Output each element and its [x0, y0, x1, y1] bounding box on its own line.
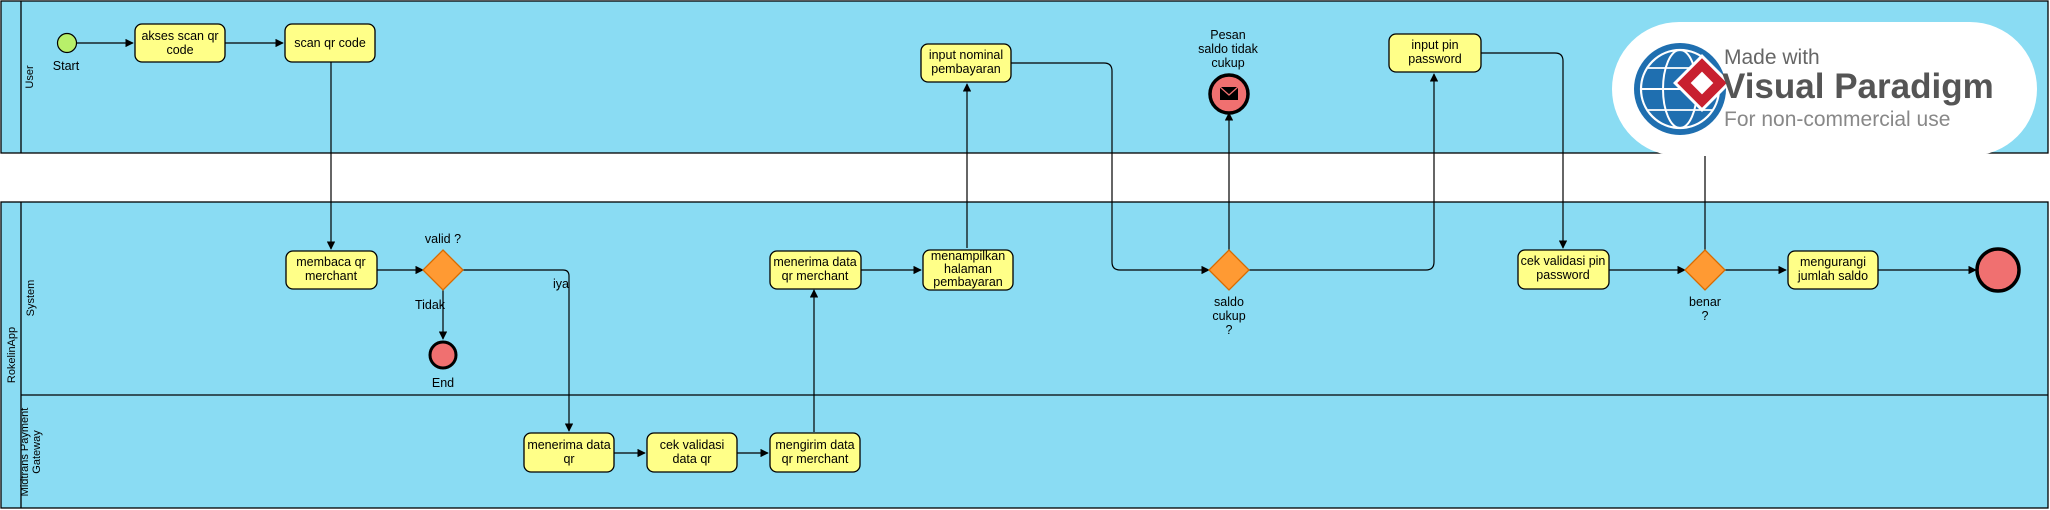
svg-text:input pin: input pin — [1411, 38, 1458, 52]
label-iya: iya — [553, 277, 569, 291]
watermark-line-1: Made with — [1724, 46, 1820, 69]
svg-text:mengirim data: mengirim data — [775, 438, 854, 452]
gateway-lane-label-1: Midtrans Payment — [19, 408, 31, 497]
svg-text:akses scan qr: akses scan qr — [141, 29, 218, 43]
task-menerima-data-merchant: menerima data qr merchant — [769, 250, 862, 290]
start-label: Start — [53, 59, 80, 73]
svg-text:menampilkan: menampilkan — [931, 249, 1005, 263]
svg-text:halaman: halaman — [944, 262, 992, 276]
svg-text:scan qr code: scan qr code — [294, 36, 366, 50]
gateway-lane-label-2: Gateway — [31, 430, 43, 474]
svg-text:mengurangi: mengurangi — [1800, 255, 1866, 269]
end-event-final — [1975, 247, 2021, 293]
svg-text:input nominal: input nominal — [929, 48, 1003, 62]
task-input-nominal: input nominal pembayaran — [920, 43, 1012, 83]
watermark-line-2: Visual Paradigm — [1722, 67, 1994, 106]
svg-text:qr: qr — [563, 452, 574, 466]
task-menerima-data-qr: menerima data qr — [523, 432, 615, 473]
flow-input-saldo — [1011, 62, 1210, 275]
watermark-line-3: For non-commercial use — [1724, 108, 1950, 131]
task-cek-validasi-pin: cek validasi pin password — [1517, 249, 1610, 290]
globe-logo-icon — [1634, 43, 1731, 135]
svg-text:valid ?: valid ? — [425, 232, 461, 246]
task-mengurangi-saldo: mengurangi jumlah saldo — [1787, 250, 1879, 290]
gateway-valid: valid ? — [422, 232, 464, 291]
svg-text:data qr: data qr — [673, 452, 712, 466]
task-scan-qr: scan qr code — [284, 23, 376, 63]
sequence-flows — [77, 38, 1977, 458]
start-event: Start — [53, 32, 80, 73]
pesan-label-2: saldo tidak — [1198, 42, 1259, 56]
task-input-pin: input pin password — [1388, 33, 1482, 73]
label-tidak: Tidak — [415, 298, 446, 312]
svg-text:?: ? — [1702, 309, 1709, 323]
svg-text:password: password — [1536, 268, 1590, 282]
task-menampilkan-halaman: menampilkan halaman pembayaran — [922, 249, 1014, 291]
svg-text:?: ? — [1226, 323, 1233, 337]
user-lane-label: User — [24, 65, 36, 89]
task-mengirim-data: mengirim data qr merchant — [769, 432, 861, 473]
svg-text:merchant: merchant — [305, 269, 358, 283]
rokelin-pool-label: RokelinApp — [6, 327, 18, 383]
svg-text:qr merchant: qr merchant — [782, 269, 849, 283]
gateway-saldo-cukup: saldo cukup ? — [1208, 249, 1250, 337]
svg-text:menerima data: menerima data — [527, 438, 610, 452]
flow-saldo-inputpin — [1249, 73, 1439, 271]
visual-paradigm-watermark: Made with Visual Paradigm For non-commer… — [1612, 22, 2037, 156]
flow-inputpin-cekpin — [1481, 52, 1568, 249]
task-akses-scan: akses scan qr code — [134, 23, 226, 63]
svg-text:cek validasi pin: cek validasi pin — [1521, 254, 1606, 268]
message-end-event: Pesan saldo tidak cukup — [1198, 28, 1259, 115]
svg-text:cek validasi: cek validasi — [660, 438, 725, 452]
svg-text:password: password — [1408, 52, 1462, 66]
svg-text:pembayaran: pembayaran — [931, 62, 1001, 76]
task-membaca-qr: membaca qr merchant — [285, 250, 378, 290]
pesan-label-1: Pesan — [1210, 28, 1245, 42]
pesan-label-3: cukup — [1211, 56, 1244, 70]
gateway-benar: benar ? — [1684, 249, 1726, 323]
svg-text:jumlah saldo: jumlah saldo — [1797, 269, 1868, 283]
rokelin-pool: RokelinApp System Midtrans Payment Gatew… — [0, 201, 2049, 509]
svg-text:code: code — [166, 43, 193, 57]
svg-text:benar: benar — [1689, 295, 1721, 309]
task-cek-validasi-qr: cek validasi data qr — [646, 432, 738, 473]
envelope-icon — [1219, 86, 1239, 100]
system-lane-label: System — [25, 280, 37, 317]
end-event-invalid: End — [428, 340, 458, 390]
flow-valid-menerima — [463, 269, 574, 432]
svg-text:pembayaran: pembayaran — [933, 275, 1003, 289]
svg-text:qr merchant: qr merchant — [782, 452, 849, 466]
svg-text:menerima data: menerima data — [773, 255, 856, 269]
svg-text:saldo: saldo — [1214, 295, 1244, 309]
end-label: End — [432, 376, 454, 390]
svg-text:cukup: cukup — [1212, 309, 1245, 323]
svg-text:membaca qr: membaca qr — [296, 255, 365, 269]
